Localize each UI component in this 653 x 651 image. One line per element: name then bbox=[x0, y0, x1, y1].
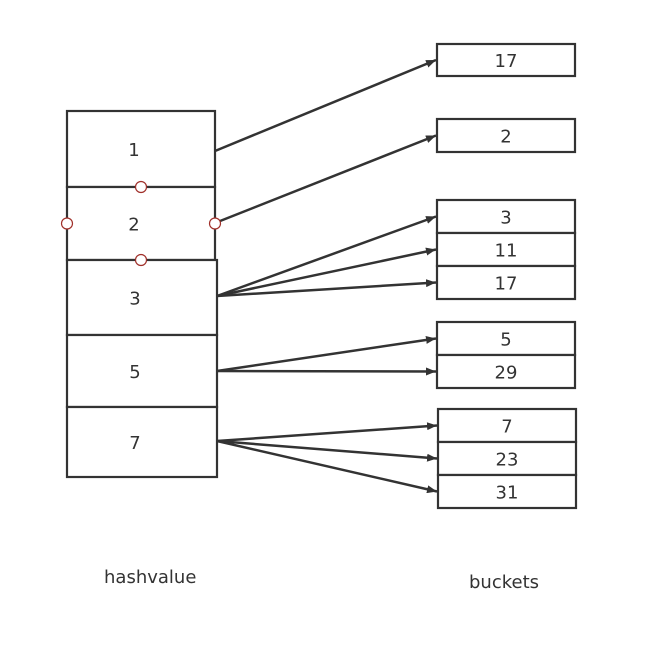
hash-cell-box bbox=[65, 185, 217, 262]
hash-cell-label: 1 bbox=[128, 140, 139, 161]
bucket-entry[interactable]: 3 bbox=[435, 198, 577, 235]
bucket-entry-value: 23 bbox=[496, 450, 519, 471]
bucket-entry-value: 17 bbox=[495, 51, 518, 72]
pointer-arrow bbox=[216, 422, 438, 443]
hash-table: 1 2 3 5 7 bbox=[65, 109, 219, 479]
hash-cell-box bbox=[65, 109, 217, 189]
bucket-entry[interactable]: 11 bbox=[435, 231, 577, 268]
hash-cell-box bbox=[65, 258, 219, 337]
pointer-arrow bbox=[216, 215, 437, 298]
bucket-entry-box bbox=[436, 407, 578, 444]
hash-cell-label: 7 bbox=[129, 433, 140, 454]
bucket-entry-value: 31 bbox=[496, 483, 519, 504]
hash-cell-3[interactable]: 3 bbox=[65, 258, 219, 337]
hash-cell-box bbox=[65, 333, 219, 409]
bucket-entry-box bbox=[436, 440, 578, 477]
pointer-arrow bbox=[214, 58, 437, 153]
selection-handle-bottom[interactable] bbox=[134, 253, 148, 267]
bucket-entry[interactable]: 29 bbox=[435, 353, 577, 390]
bucket-entry-value: 7 bbox=[501, 417, 512, 438]
pointer-arrows bbox=[214, 58, 438, 494]
bucket-entry-box bbox=[435, 264, 577, 301]
buckets-caption: buckets bbox=[469, 572, 540, 593]
bucket-entry-box bbox=[435, 42, 577, 78]
bucket-entry[interactable]: 17 bbox=[435, 42, 577, 78]
selection-handles bbox=[60, 180, 222, 267]
hash-cell-box bbox=[65, 405, 219, 479]
hash-cell-label: 2 bbox=[128, 215, 139, 236]
pointer-arrow bbox=[216, 247, 437, 298]
bucket-entry[interactable]: 5 bbox=[435, 320, 577, 357]
bucket-entry[interactable]: 7 bbox=[436, 407, 578, 444]
bucket-entry[interactable]: 23 bbox=[436, 440, 578, 477]
hash-cell-5[interactable]: 5 bbox=[65, 333, 219, 409]
bucket-group-1: 17 bbox=[435, 42, 577, 78]
bucket-entry-value: 11 bbox=[495, 241, 518, 262]
pointer-arrow bbox=[216, 367, 437, 376]
bucket-entry-box bbox=[435, 231, 577, 268]
bucket-entry-value: 3 bbox=[500, 208, 511, 229]
bucket-entry[interactable]: 17 bbox=[435, 264, 577, 301]
pointer-arrow bbox=[216, 439, 438, 494]
bucket-entry-value: 5 bbox=[500, 330, 511, 351]
bucket-group-7: 7 23 31 bbox=[436, 407, 578, 510]
selection-handle-top[interactable] bbox=[134, 180, 148, 194]
pointer-arrow bbox=[214, 134, 437, 225]
bucket-group-2: 2 bbox=[435, 117, 577, 154]
selection-handle-right[interactable] bbox=[208, 217, 222, 230]
pointer-arrow bbox=[216, 336, 437, 373]
hash-cell-1[interactable]: 1 bbox=[65, 109, 217, 189]
pointer-arrow bbox=[216, 279, 437, 298]
hash-cell-7[interactable]: 7 bbox=[65, 405, 219, 479]
bucket-entry-box bbox=[435, 117, 577, 154]
hashvalue-caption: hashvalue bbox=[104, 567, 197, 588]
hash-cell-label: 5 bbox=[129, 362, 140, 383]
bucket-entry[interactable]: 31 bbox=[436, 473, 578, 510]
bucket-entry-value: 2 bbox=[500, 127, 511, 148]
pointer-arrow bbox=[216, 439, 438, 462]
hash-cell-2[interactable]: 2 bbox=[65, 185, 217, 262]
bucket-entry-value: 17 bbox=[495, 274, 518, 295]
bucket-entry-box bbox=[435, 198, 577, 235]
bucket-entry-box bbox=[435, 353, 577, 390]
bucket-entry[interactable]: 2 bbox=[435, 117, 577, 154]
hash-cell-label: 3 bbox=[129, 289, 140, 310]
bucket-group-5: 5 29 bbox=[435, 320, 577, 390]
bucket-entry-value: 29 bbox=[495, 363, 518, 384]
bucket-entry-box bbox=[436, 473, 578, 510]
bucket-entry-box bbox=[435, 320, 577, 357]
selection-handle-left[interactable] bbox=[60, 217, 74, 230]
bucket-group-3: 3 11 17 bbox=[435, 198, 577, 301]
